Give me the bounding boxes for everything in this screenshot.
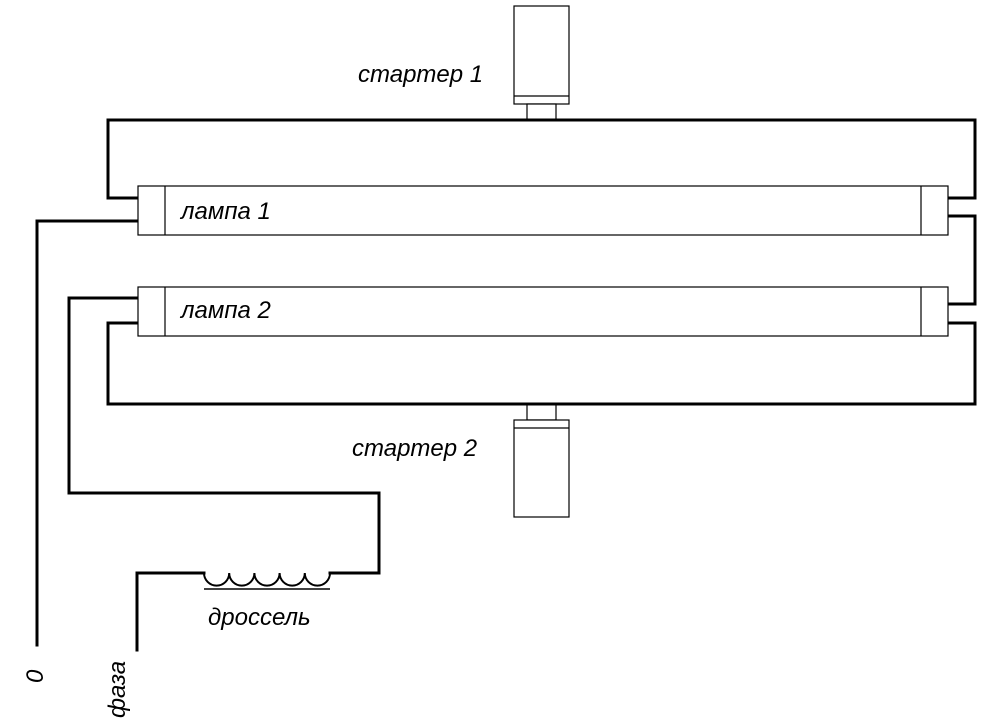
lamp-2-label: лампа 2 bbox=[179, 297, 271, 324]
lamp-2 bbox=[137, 286, 949, 337]
lamp-1-label: лампа 1 bbox=[179, 198, 271, 225]
neutral-wire bbox=[35, 219, 140, 647]
series-link-wire bbox=[946, 214, 977, 306]
lamp-1 bbox=[137, 185, 949, 236]
starter-2-loop-wire bbox=[106, 321, 977, 406]
starter-1 bbox=[513, 5, 570, 121]
wiring bbox=[35, 118, 977, 652]
starter-1-loop-wire bbox=[106, 118, 977, 200]
choke-label: дроссель bbox=[208, 604, 311, 631]
neutral-label: 0 bbox=[22, 669, 49, 683]
phase-wire bbox=[135, 571, 206, 652]
phase-label: фаза bbox=[104, 661, 131, 718]
starter-2-label: стартер 2 bbox=[352, 435, 477, 462]
starter-2 bbox=[513, 403, 570, 518]
lamp2-to-choke-wire bbox=[67, 296, 381, 575]
choke-coil bbox=[202, 571, 332, 590]
starter-1-label: стартер 1 bbox=[358, 61, 483, 88]
